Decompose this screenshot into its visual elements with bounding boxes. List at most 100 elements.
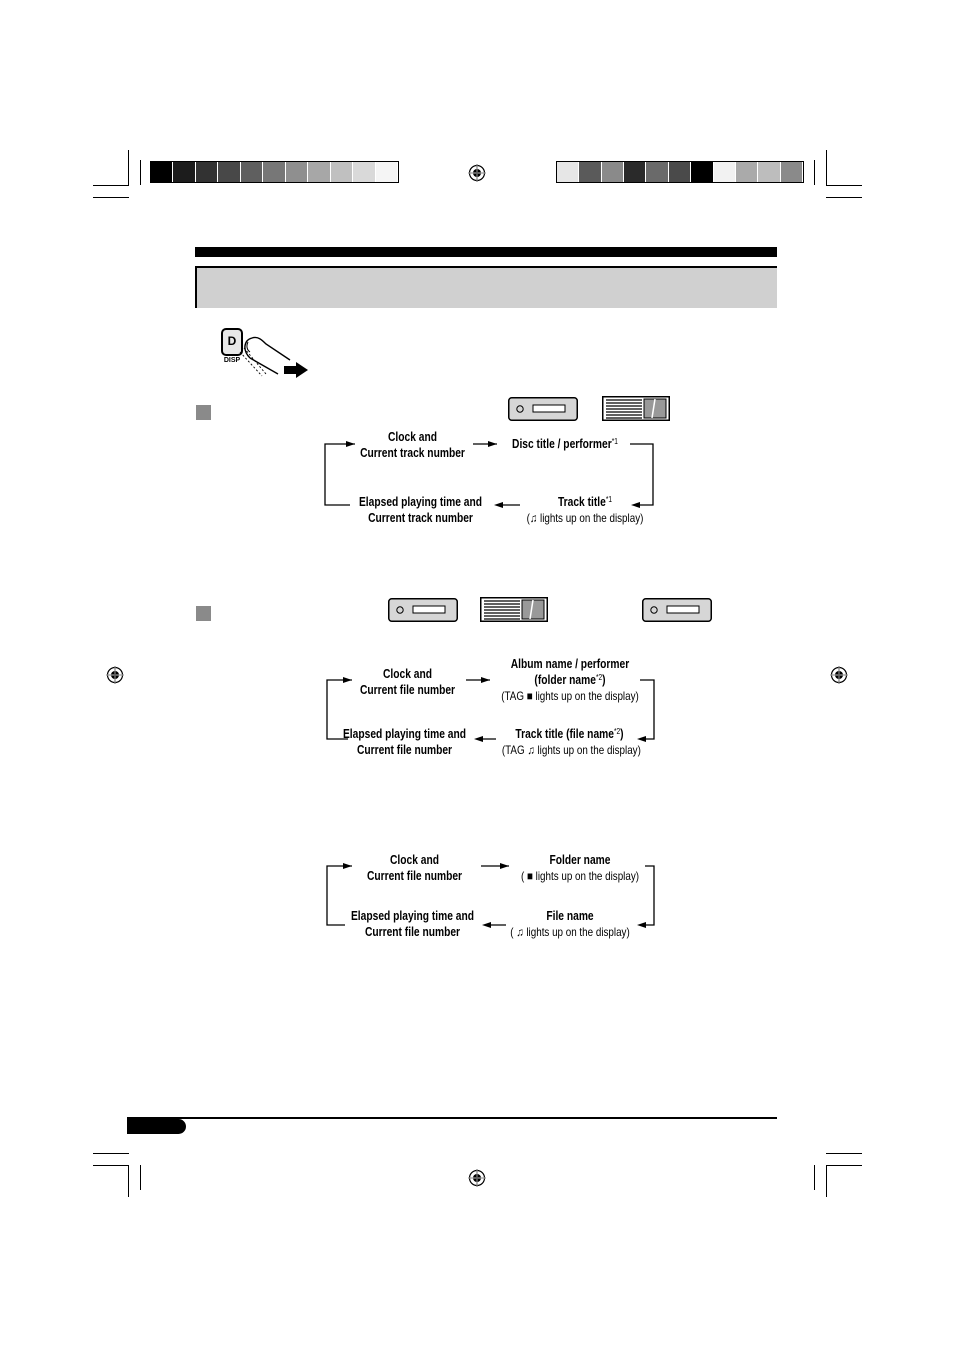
color-swatch [624, 162, 647, 182]
arrow-right-icon [284, 362, 308, 378]
flow1-track: Track title*1 (♫ lights up on the displa… [519, 494, 650, 526]
color-swatch [240, 162, 264, 182]
color-swatch [691, 162, 714, 182]
footnote-ref: *1 [605, 495, 613, 504]
flow2-album: Album name / performer (folder name*2) (… [500, 656, 639, 704]
color-bar-right [556, 161, 804, 183]
paren: ) [602, 673, 606, 687]
flow2-album-sub: (folder name [534, 673, 596, 687]
color-swatch [557, 162, 580, 182]
color-bar-left [150, 161, 399, 183]
paren: ) [620, 727, 624, 741]
flow3-folder: Folder name ( ■ lights up on the display… [519, 852, 642, 884]
flow1-disc: Disc title / performer*1 [504, 436, 627, 452]
header-rule [195, 247, 777, 257]
registration-mark-icon [830, 666, 848, 684]
flow2-track-tag: lights up on the display) [537, 743, 641, 757]
color-swatch [218, 162, 241, 182]
note-icon: ♫ [529, 511, 538, 525]
color-swatch [579, 162, 602, 182]
paren: ( [510, 925, 514, 939]
color-swatch [646, 162, 669, 182]
flow2-clock: Clock and Current file number [348, 666, 467, 698]
color-swatch [151, 162, 174, 182]
flow1-elapsed-line1: Elapsed playing time and [358, 495, 483, 509]
section-marker [196, 405, 211, 420]
flow3-elapsed: Elapsed playing time and Current file nu… [345, 908, 480, 940]
flow1-clock-line2: Current track number [360, 446, 465, 460]
flow3-clock: Clock and Current file number [355, 852, 474, 884]
color-swatch [195, 162, 219, 182]
flow1-elapsed-line2: Current track number [368, 511, 473, 525]
disp-button-illustration: D DISP [218, 325, 313, 380]
disp-key-label: D [227, 334, 237, 348]
section-marker [196, 606, 211, 621]
flow2-track: Track title (file name*2) (TAG ♫ lights … [501, 726, 641, 758]
flow1-track-sub: lights up on the display) [540, 511, 644, 525]
flow3-folder-label: Folder name [549, 853, 611, 867]
display-unit-icon [480, 597, 548, 622]
flow1-clock-line1: Clock and [388, 430, 437, 444]
color-swatch [263, 162, 286, 182]
flow3-elapsed-line2: Current file number [364, 925, 461, 939]
flow1-elapsed: Elapsed playing time and Current track n… [353, 494, 488, 526]
flow2-album-tag: lights up on the display) [535, 689, 639, 703]
disp-sub-label: DISP [223, 357, 241, 364]
flow3-file-label: File name [546, 909, 594, 923]
flow3-file-sub: lights up on the display) [526, 925, 630, 939]
title-band [195, 266, 777, 308]
color-swatch [713, 162, 736, 182]
flow2-elapsed-line2: Current file number [356, 743, 453, 757]
paren: ( [520, 869, 525, 883]
flow2-clock-line1: Clock and [383, 667, 432, 681]
flow2-track-label: Track title (file name [515, 727, 614, 741]
footnote-ref: *2 [613, 727, 621, 736]
registration-mark-icon [468, 1169, 486, 1187]
color-swatch [353, 162, 376, 182]
flow3-elapsed-line1: Elapsed playing time and [350, 909, 475, 923]
flow3-clock-line2: Current file number [366, 869, 463, 883]
color-swatch [601, 162, 625, 182]
note-icon: ♫ [516, 925, 524, 939]
display-unit-icon [508, 397, 578, 421]
page-number-tab [127, 1119, 186, 1134]
color-swatch [735, 162, 759, 182]
registration-mark-icon [106, 666, 124, 684]
paren: ( [526, 511, 530, 525]
folder-icon: ■ [526, 689, 533, 703]
flow2-elapsed-line1: Elapsed playing time and [342, 727, 467, 741]
folder-icon: ■ [526, 869, 533, 883]
flow2-clock-line2: Current file number [359, 683, 456, 697]
flow3-folder-sub: lights up on the display) [535, 869, 640, 883]
flow1-track-label: Track title [557, 495, 606, 509]
finger-press-icon [239, 336, 291, 377]
footnote-ref: *2 [595, 673, 603, 682]
flow2-album-label: Album name / performer [510, 657, 630, 671]
color-swatch [330, 162, 354, 182]
flow3-clock-line1: Clock and [390, 853, 439, 867]
color-swatch [285, 162, 309, 182]
color-swatch [173, 162, 196, 182]
note-icon: ♫ [527, 743, 535, 757]
disp-key [221, 328, 243, 356]
flow2-elapsed: Elapsed playing time and Current file nu… [337, 726, 472, 758]
display-unit-icon [388, 598, 458, 622]
tag-label: (TAG [501, 689, 524, 703]
display-unit-icon [602, 396, 670, 421]
color-swatch [375, 162, 398, 182]
color-swatch [758, 162, 781, 182]
color-swatch [780, 162, 803, 182]
color-swatch [308, 162, 331, 182]
flow1-disc-label: Disc title / performer [512, 437, 612, 451]
flow1-clock: Clock and Current track number [353, 429, 472, 461]
color-swatch [668, 162, 692, 182]
display-unit-icon [642, 598, 712, 622]
registration-mark-icon [468, 164, 486, 182]
tag-label: (TAG [501, 743, 525, 757]
footer-rule [127, 1117, 777, 1119]
footnote-ref: *1 [611, 437, 618, 446]
flow3-file: File name ( ♫ lights up on the display) [509, 908, 632, 940]
